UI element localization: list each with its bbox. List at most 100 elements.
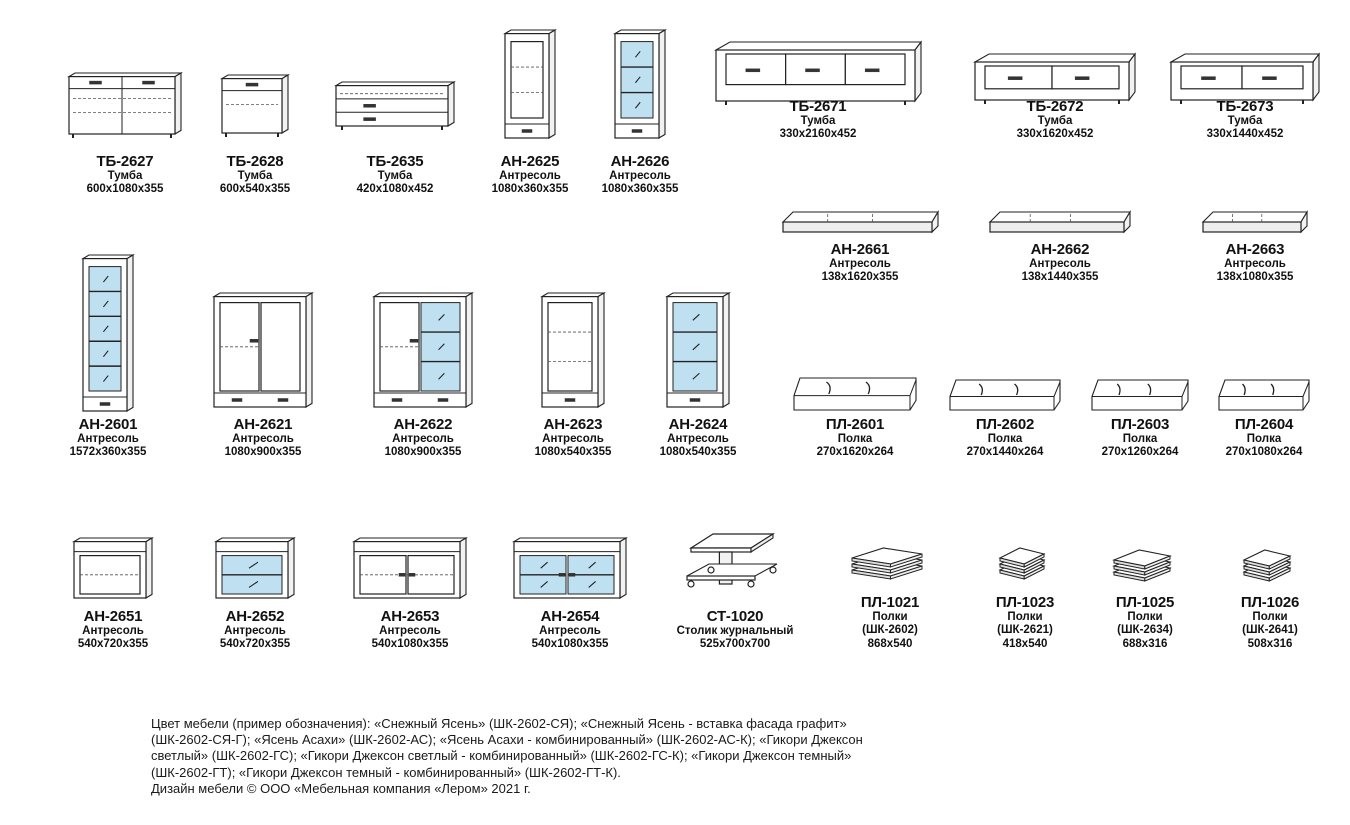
item-code: АН-2601 bbox=[78, 416, 138, 433]
item-type: (ШК-2641) bbox=[1242, 624, 1298, 637]
footer-line: светлый» (ШК-2602-ГС); «Гикори Джексон с… bbox=[151, 748, 852, 764]
shelf-stack-icon bbox=[1112, 549, 1172, 582]
item-code: АН-2624 bbox=[668, 416, 728, 433]
item-type: Полки bbox=[1127, 611, 1163, 624]
item-type: Антресоль bbox=[609, 170, 671, 183]
coffee-table-icon bbox=[686, 532, 778, 588]
single-glass-cabinet-icon bbox=[665, 292, 731, 408]
footer-line: (ШК-2602-ГТ); «Гикори Джексон темный - к… bbox=[151, 764, 621, 780]
item-type: Тумба bbox=[1037, 115, 1073, 128]
low-cabinet-icon bbox=[72, 537, 154, 599]
item-type: Антресоль bbox=[232, 433, 294, 446]
item-type: Тумба bbox=[1227, 115, 1263, 128]
item-dimensions: 138х1620х355 bbox=[821, 271, 899, 284]
item-dimensions: 270х1620х264 bbox=[816, 446, 894, 459]
item-code: ПЛ-2601 bbox=[825, 416, 885, 433]
footer-line: (ШК-2602-СЯ-Г); «Ясень Асахи» (ШК-2602-А… bbox=[151, 732, 863, 748]
tv-stand-icon bbox=[972, 52, 1137, 104]
item-code: ПЛ-2602 bbox=[975, 416, 1035, 433]
item-dimensions: 420х1080х452 bbox=[356, 183, 434, 196]
item-code: ТБ-2673 bbox=[1216, 98, 1274, 115]
item-code: ПЛ-1023 bbox=[995, 594, 1055, 611]
item-dimensions: 1080х900х355 bbox=[384, 446, 462, 459]
item-type: Полки bbox=[1007, 611, 1043, 624]
item-dimensions: 1080х360х355 bbox=[601, 183, 679, 196]
item-code: АН-2652 bbox=[225, 608, 285, 625]
item-code: АН-2654 bbox=[540, 608, 600, 625]
item-dimensions: 1080х900х355 bbox=[224, 446, 302, 459]
item-code: ТБ-2672 bbox=[1026, 98, 1084, 115]
footer-line: Дизайн мебели © ООО «Мебельная компания … bbox=[151, 780, 531, 796]
item-code: АН-2621 bbox=[233, 416, 293, 433]
item-type: Антресоль bbox=[379, 625, 441, 638]
item-dimensions: 540х720х355 bbox=[219, 638, 291, 651]
item-dimensions: 868х540 bbox=[867, 637, 913, 650]
item-dimensions: 600х540х355 bbox=[219, 183, 291, 196]
shelf-stack-icon bbox=[1242, 549, 1292, 582]
item-type: Полка bbox=[1122, 433, 1158, 446]
item-code: ПЛ-2604 bbox=[1234, 416, 1294, 433]
item-type: Тумба bbox=[107, 170, 143, 183]
wide-low-glass-cabinet-icon bbox=[512, 537, 628, 599]
item-code: АН-2653 bbox=[380, 608, 440, 625]
item-code: ПЛ-1025 bbox=[1115, 594, 1175, 611]
item-dimensions: 688х316 bbox=[1122, 637, 1168, 650]
item-type: Тумба bbox=[800, 115, 836, 128]
item-code: ТБ-2671 bbox=[789, 98, 847, 115]
item-type: Антресоль bbox=[1224, 258, 1286, 271]
item-type: Антресоль bbox=[542, 433, 604, 446]
item-dimensions: 508х316 bbox=[1247, 637, 1293, 650]
shelf-stack-icon bbox=[851, 547, 923, 580]
tb-wide-cabinet-icon bbox=[67, 72, 183, 138]
item-code: ПЛ-1021 bbox=[860, 594, 920, 611]
item-type: Антресоль bbox=[667, 433, 729, 446]
item-type: Антресоль bbox=[392, 433, 454, 446]
shelf-stack-icon bbox=[998, 547, 1046, 580]
item-dimensions: 270х1440х264 bbox=[966, 446, 1044, 459]
column-glass-cabinet-icon bbox=[81, 254, 135, 412]
item-dimensions: 270х1080х264 bbox=[1225, 446, 1303, 459]
tb-drawer-cabinet-icon bbox=[334, 81, 456, 130]
wall-shelf-icon bbox=[793, 377, 917, 411]
item-code: АН-2661 bbox=[830, 241, 890, 258]
item-type: Тумба bbox=[237, 170, 273, 183]
wide-low-cabinet-icon bbox=[352, 537, 468, 599]
item-code: АН-2663 bbox=[1225, 241, 1285, 258]
flat-wall-unit-icon bbox=[1201, 210, 1308, 234]
double-cabinet-icon bbox=[372, 292, 474, 408]
item-type: Столик журнальный bbox=[676, 625, 794, 638]
item-code: АН-2622 bbox=[393, 416, 453, 433]
item-dimensions: 330х1620х452 bbox=[1016, 128, 1094, 141]
item-dimensions: 138х1080х355 bbox=[1216, 271, 1294, 284]
item-type: Антресоль bbox=[539, 625, 601, 638]
item-type: Антресоль bbox=[224, 625, 286, 638]
item-dimensions: 270х1260х264 bbox=[1101, 446, 1179, 459]
item-code: АН-2625 bbox=[500, 153, 560, 170]
tb-small-cabinet-icon bbox=[220, 74, 290, 137]
